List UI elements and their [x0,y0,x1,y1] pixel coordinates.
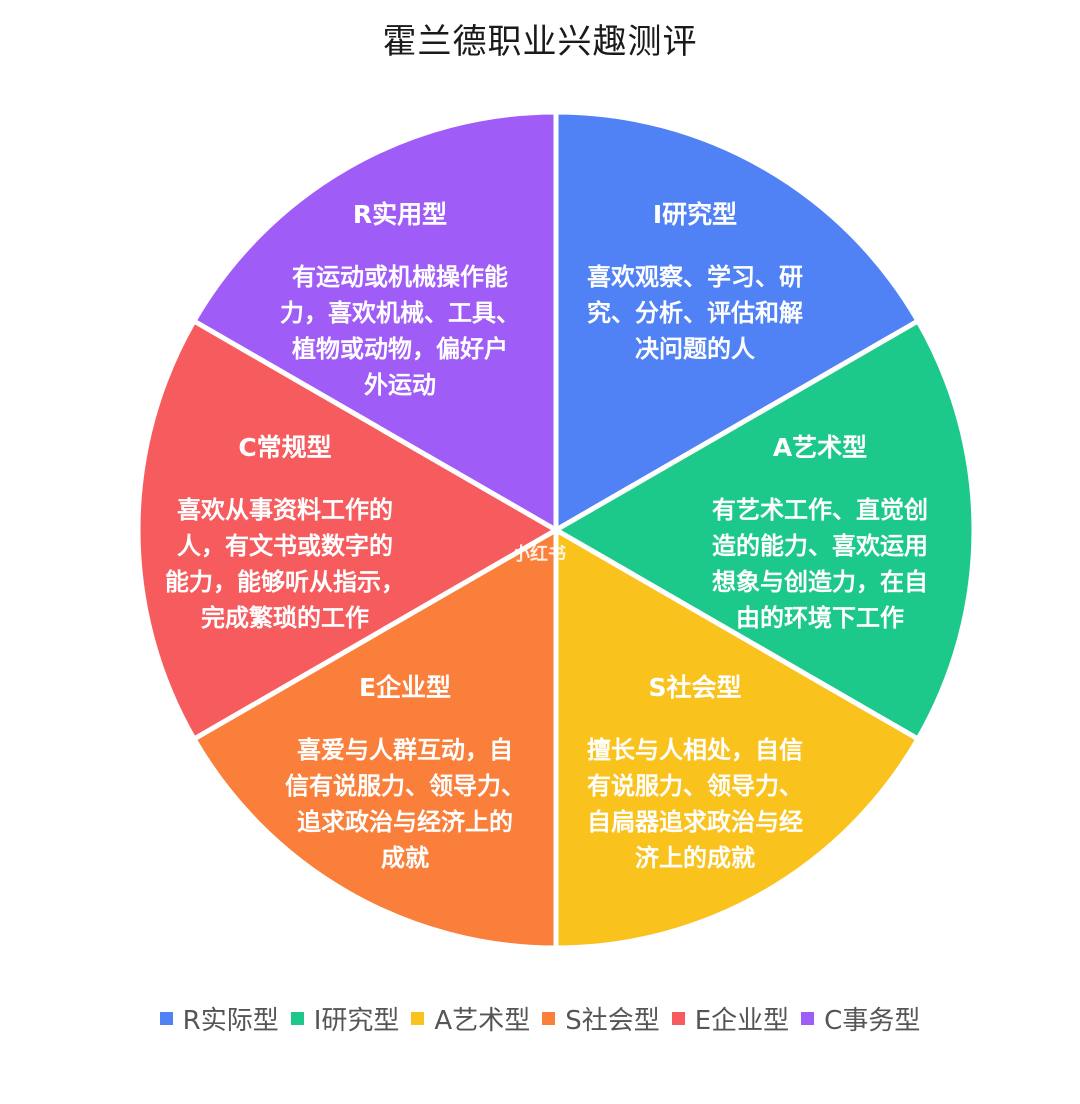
pie-slice [190,525,559,951]
legend-swatch-icon [290,1012,304,1025]
slice-name: A艺术型 [772,433,868,462]
slice-label: C常规型喜欢从事资料工作的人，有文书或数字的能力，能够听从指示，完成繁琐的工作 [140,428,430,636]
pie-slice [190,109,559,535]
slice-description: 喜欢从事资料工作的人，有文书或数字的能力，能够听从指示，完成繁琐的工作 [165,496,405,632]
slice-label: E企业型喜爱与人群互动，自信有说服力、领导力、追求政治与经济上的成就 [255,668,555,876]
pie-slice [135,317,562,743]
slice-name: E企业型 [358,673,452,702]
legend-swatch-icon [411,1012,425,1025]
legend-swatch-icon [671,1012,685,1025]
slice-description: 喜欢观察、学习、研究、分析、评估和解决问题的人 [587,263,803,363]
watermark-text: 小红书 [512,544,566,565]
slice-name: S社会型 [648,673,742,702]
pie-slice [553,525,922,951]
slice-label: I研究型喜欢观察、学习、研究、分析、评估和解决问题的人 [560,195,830,367]
pie-slice [550,317,977,743]
slice-name: R实用型 [352,200,448,229]
legend-label: E企业型 [694,1006,790,1036]
legend-label: A艺术型 [434,1006,531,1036]
legend-label: R实际型 [182,1006,279,1036]
legend-item[interactable]: I研究型 [290,1000,400,1037]
legend-item[interactable]: A艺术型 [411,1000,530,1037]
slice-name: I研究型 [652,200,738,229]
pie-slice [553,109,922,535]
legend-label: C事务型 [824,1006,921,1036]
legend-swatch-icon [542,1012,556,1025]
slice-name: C常规型 [238,433,332,462]
chart-title: 霍兰德职业兴趣测评 [382,22,698,62]
legend-label: S社会型 [565,1006,660,1036]
legend-swatch-icon [801,1012,815,1025]
slice-description: 有艺术工作、直觉创造的能力、喜欢运用想象与创造力，在自由的环境下工作 [712,496,928,632]
legend-label: I研究型 [313,1006,400,1036]
slice-label: A艺术型有艺术工作、直觉创造的能力、喜欢运用想象与创造力，在自由的环境下工作 [680,428,960,636]
legend-item[interactable]: S社会型 [542,1000,660,1037]
legend-swatch-icon [159,1012,173,1025]
slice-label: R实用型有运动或机械操作能力，喜欢机械、工具、植物或动物，偏好户外运动 [255,195,545,403]
chart-legend: R实际型 I研究型 A艺术型 S社会型 E企业型 C事务型 [0,1000,1080,1037]
slice-description: 有运动或机械操作能力，喜欢机械、工具、植物或动物，偏好户外运动 [280,263,520,399]
pie-slices [135,109,977,951]
slice-label: S社会型擅长与人相处，自信有说服力、领导力、自扃器追求政治与经济上的成就 [560,668,830,876]
legend-item[interactable]: E企业型 [671,1000,790,1037]
slice-description: 喜爱与人群互动，自信有说服力、领导力、追求政治与经济上的成就 [285,736,525,872]
legend-item[interactable]: C事务型 [801,1000,920,1037]
slice-description: 擅长与人相处，自信有说服力、领导力、自扃器追求政治与经济上的成就 [587,736,803,872]
legend-item[interactable]: R实际型 [159,1000,279,1037]
